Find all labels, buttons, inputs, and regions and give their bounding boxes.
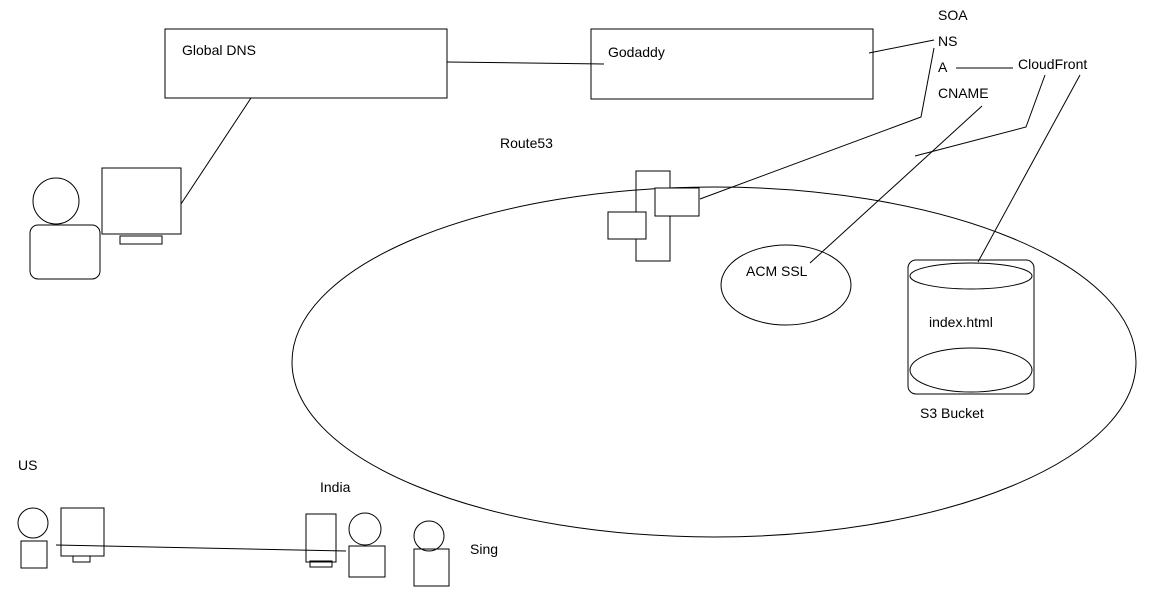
route53-server-icon [607,170,700,262]
ns-route53-line [699,47,935,200]
global-dns-box [164,28,448,99]
cloudfront-s3-line [977,74,1081,263]
us-user-icon [17,507,49,569]
global-dns-label: Global DNS [182,42,256,58]
acm-ssl-ellipse [720,244,852,326]
s3-bucket-file: index.html [929,314,993,330]
sing-user-icon [413,520,450,587]
s3-bucket-icon [907,259,1035,395]
godaddy-box [590,28,874,100]
india-user-icon [348,512,386,578]
sing-label: Sing [470,541,498,557]
cloudfront-label: CloudFront [1018,56,1087,72]
godaddy-label: Godaddy [608,44,665,60]
acm-ssl-label: ACM SSL [746,263,808,279]
record-a: A [938,59,948,75]
cname-acm-line [809,105,983,264]
us-india-line [55,544,347,552]
us-label: US [18,457,37,473]
admin-to-dns-line [180,97,252,205]
india-label: India [320,479,351,495]
s3-bucket-label: S3 Bucket [920,405,984,421]
india-computer-icon [305,513,337,568]
record-cname: CNAME [938,85,989,101]
cloudfront-route53-line [914,74,1046,157]
godaddy-ns-line [868,39,935,54]
us-computer-icon [60,507,105,563]
aws-region-ellipse [291,186,1137,538]
admin-computer-icon [101,167,182,245]
record-ns: NS [938,33,957,49]
route53-label: Route53 [500,135,553,151]
admin-user-icon [29,177,101,280]
dns-to-godaddy-line [446,61,605,65]
record-soa: SOA [938,7,968,23]
